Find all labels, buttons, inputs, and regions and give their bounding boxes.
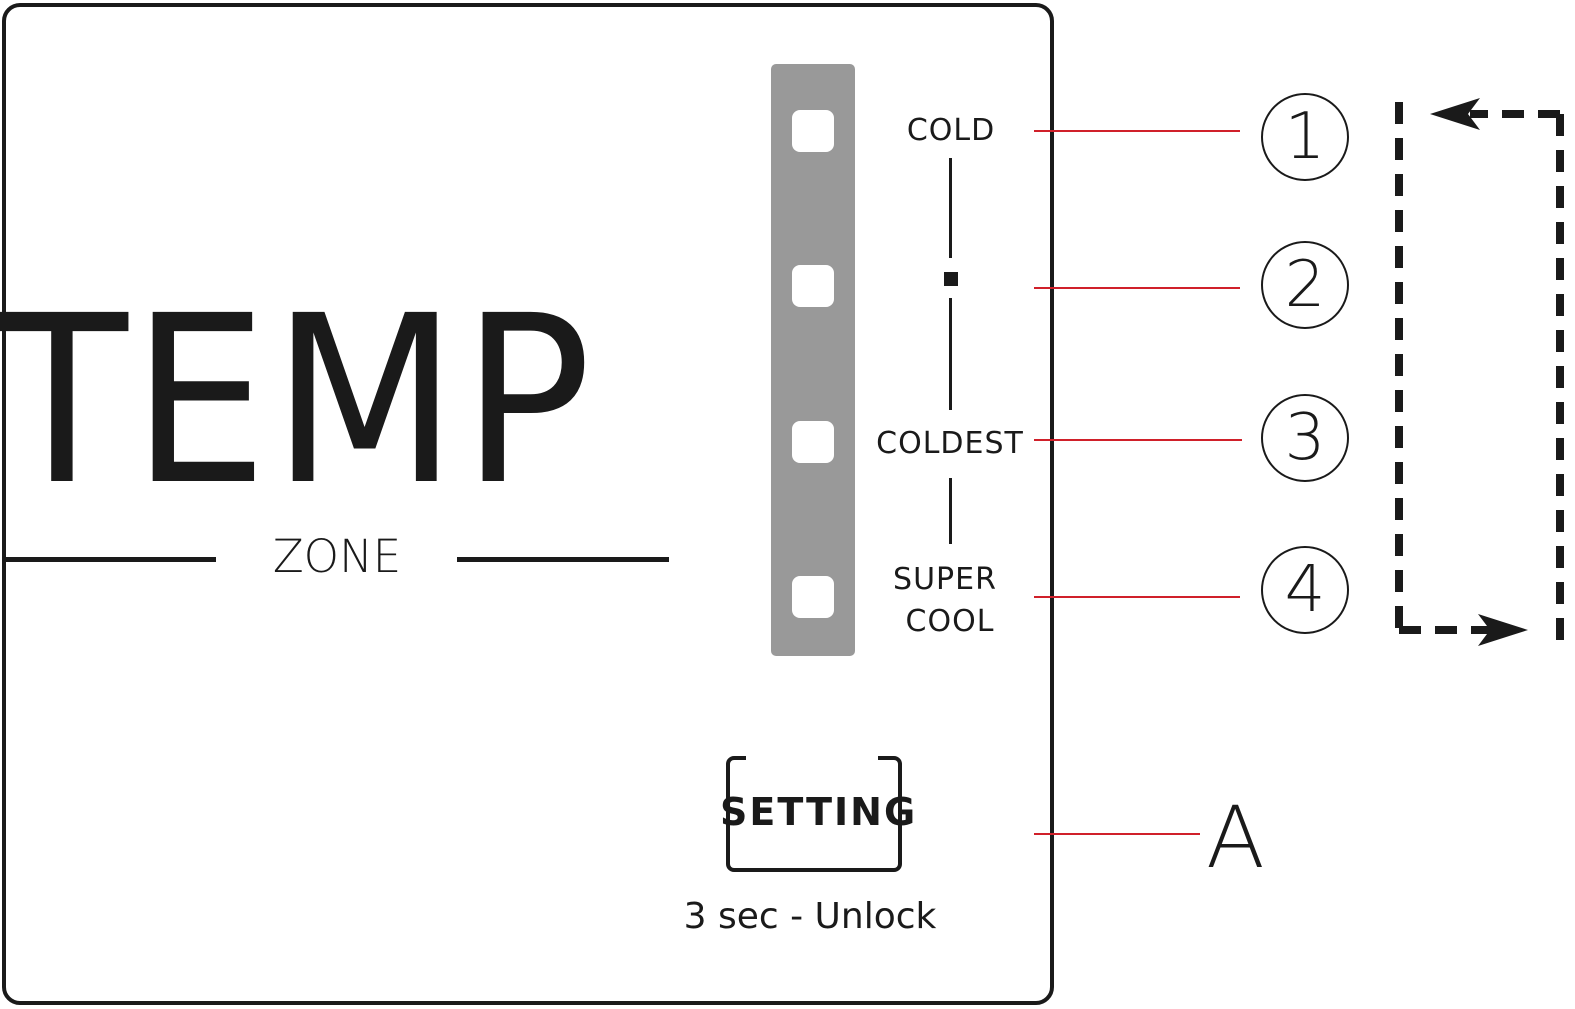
mode-label-super: SUPER [893,562,997,597]
callout-a: A [1206,788,1265,888]
mode-label-cool: COOL [905,604,995,639]
zone-rule-right [457,557,669,562]
setting-button-gap-top [746,754,878,764]
led-level-2 [792,265,834,307]
mode-label-coldest: COLDEST [876,426,1024,461]
led-super-cool [792,576,834,618]
leader-line-3 [1034,439,1242,441]
callout-4: 4 [1261,546,1349,634]
zone-rule-left [6,557,216,562]
indicator-strip [771,64,855,656]
panel-title: TEMP [0,266,596,536]
scale-line-3 [949,478,952,544]
led-cold [792,110,834,152]
setting-button-gap-bottom [746,858,878,868]
callout-3: 3 [1261,394,1349,482]
leader-line-a [1034,833,1200,835]
led-coldest [792,421,834,463]
panel-subtitle: ZONE [272,530,402,583]
callout-2: 2 [1261,241,1349,329]
setting-button-label: SETTING [720,790,918,834]
leader-line-1 [1034,130,1240,132]
dashed-cycle-arrow-icon [1395,98,1564,646]
setting-button[interactable] [726,756,902,872]
callout-1: 1 [1261,93,1349,181]
scale-marker [944,272,958,286]
leader-line-4 [1034,596,1240,598]
scale-line-2 [949,298,952,410]
leader-line-2 [1034,287,1240,289]
mode-label-cold: COLD [906,113,996,148]
scale-line-1 [949,158,952,258]
unlock-hint: 3 sec - Unlock [683,896,937,937]
